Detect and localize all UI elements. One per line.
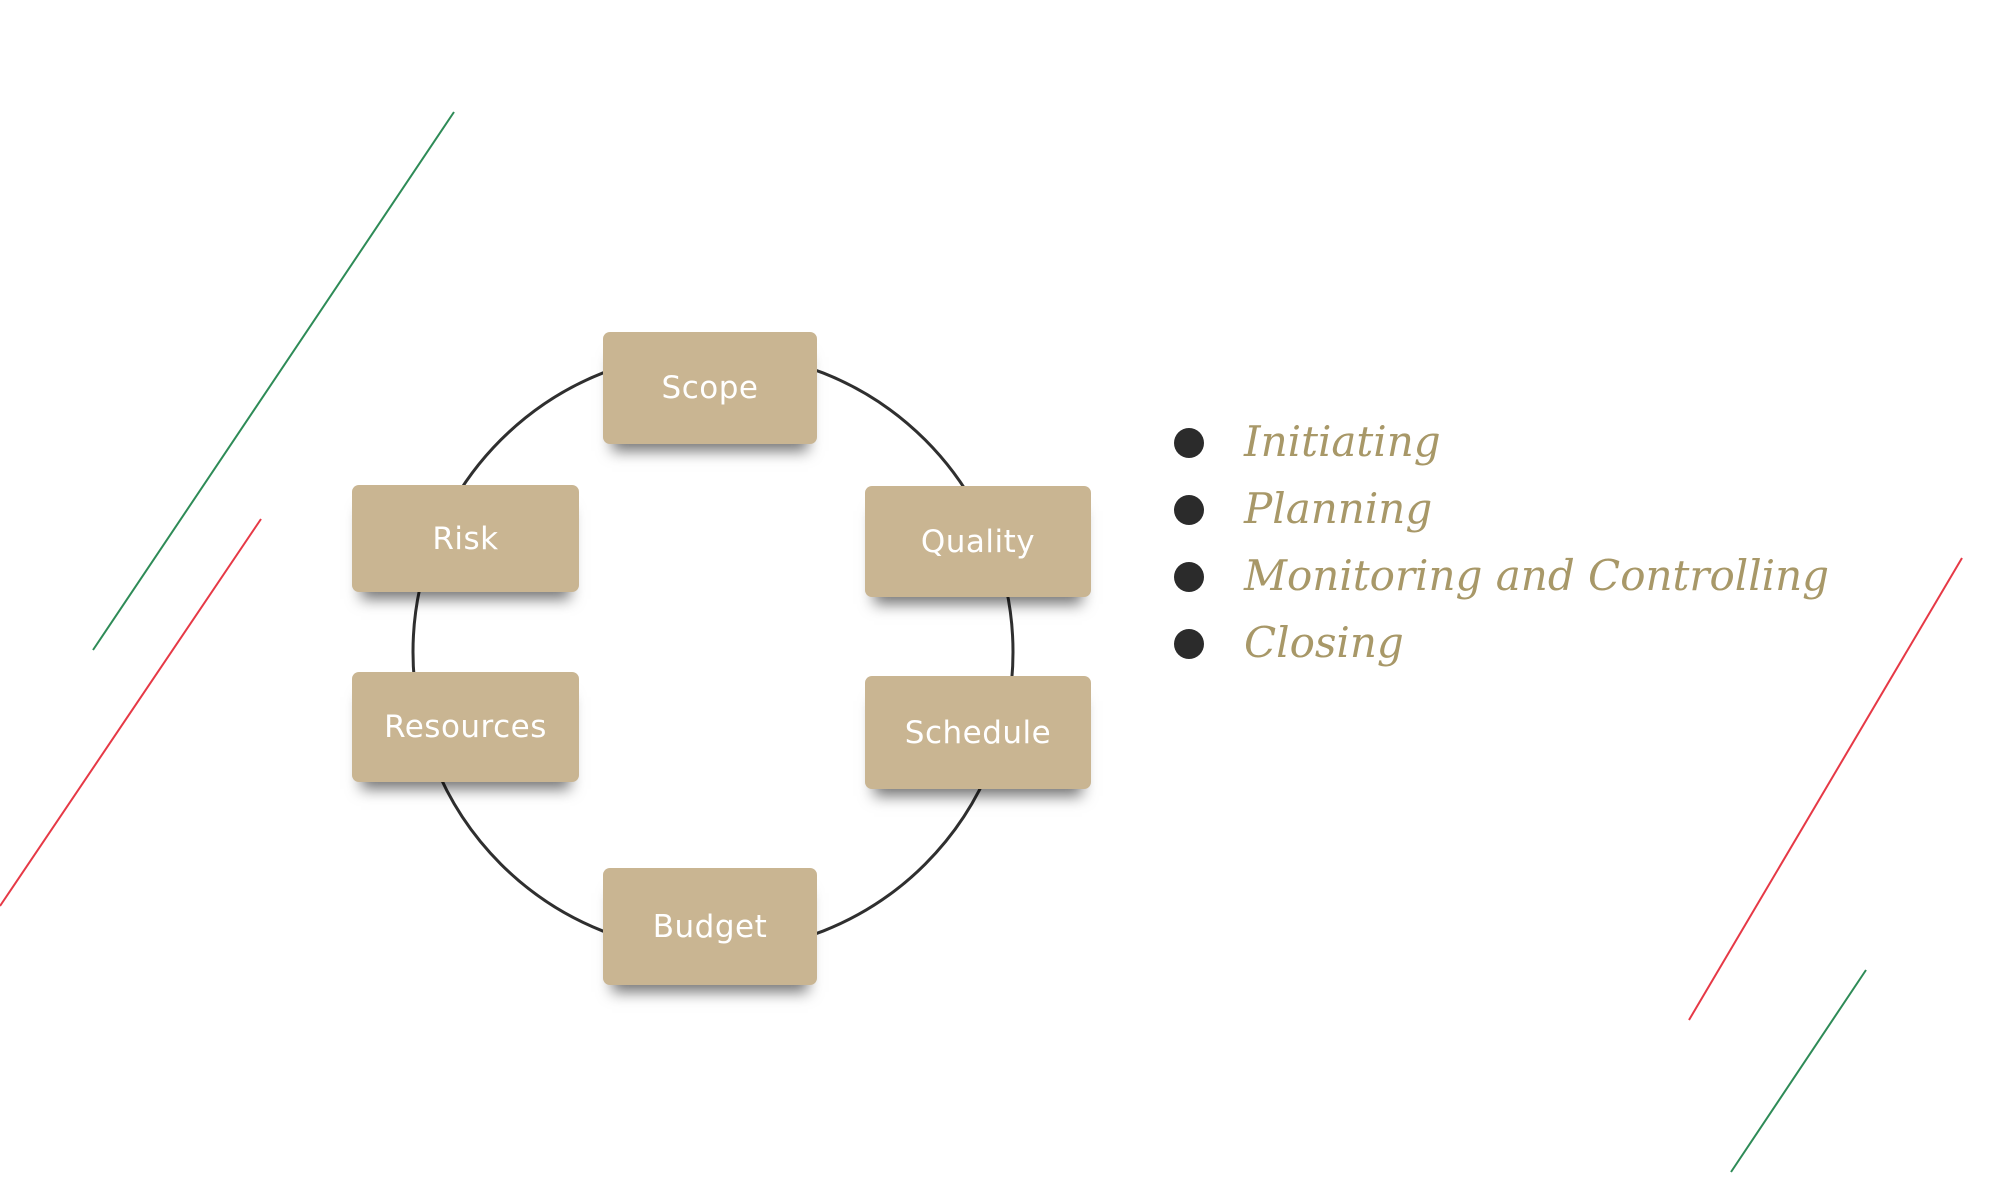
node-label: Budget — [652, 908, 768, 945]
node-schedule: Schedule — [865, 676, 1091, 789]
decor-line-red-right — [1688, 557, 1963, 1021]
list-item: Monitoring and Controlling — [1170, 542, 1829, 609]
node-quality: Quality — [865, 486, 1091, 597]
phase-label: Monitoring and Controlling — [1244, 551, 1830, 600]
bullet-icon — [1174, 629, 1204, 659]
node-scope: Scope — [603, 332, 817, 444]
phase-label: Planning — [1244, 484, 1433, 533]
phase-label: Closing — [1244, 618, 1404, 667]
node-label: Schedule — [904, 714, 1052, 751]
bullet-icon — [1174, 428, 1204, 458]
node-label: Resources — [384, 709, 547, 745]
node-label: Risk — [432, 520, 499, 557]
node-label: Scope — [661, 370, 759, 406]
decor-line-green-left — [92, 111, 455, 651]
node-label: Quality — [920, 523, 1036, 560]
phase-list: Initiating Planning Monitoring and Contr… — [1170, 408, 1829, 676]
node-budget: Budget — [603, 868, 817, 985]
list-item: Planning — [1170, 475, 1829, 542]
node-resources: Resources — [352, 672, 579, 782]
list-item: Closing — [1170, 609, 1829, 676]
bullet-icon — [1174, 562, 1204, 592]
decor-line-red-left — [0, 518, 262, 907]
list-item: Initiating — [1170, 408, 1829, 475]
decor-line-green-right — [1730, 969, 1867, 1173]
phase-label: Initiating — [1244, 417, 1441, 466]
bullet-icon — [1174, 495, 1204, 525]
node-risk: Risk — [352, 485, 579, 592]
